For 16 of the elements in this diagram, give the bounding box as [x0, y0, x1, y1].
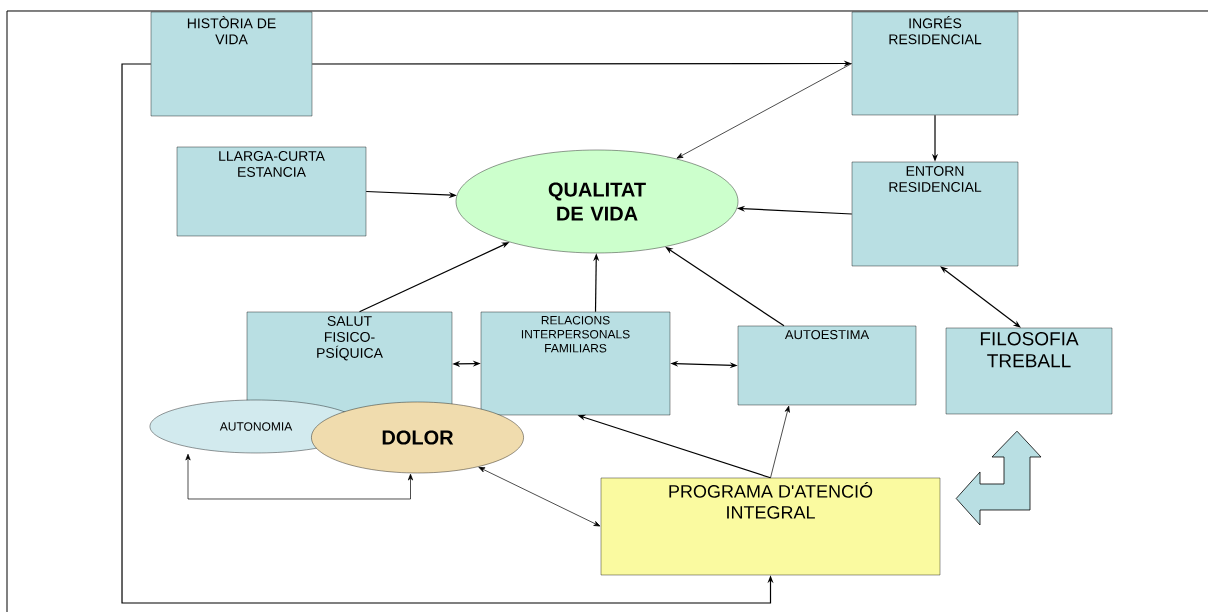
process-box: LLARGA-CURTA ESTANCIA: [176, 146, 367, 237]
process-box: HISTÒRIA DE VIDA: [150, 11, 313, 117]
arrow: [940, 266, 1021, 328]
ellipse-node: DOLOR: [311, 401, 524, 474]
ellipse-node: QUALITAT DE VIDA: [455, 149, 739, 254]
process-box: ENTORN RESIDENCIAL: [851, 161, 1019, 267]
arrow: [676, 63, 853, 159]
process-box: AUTOESTIMA: [737, 325, 917, 406]
process-box: RELACIONS INTERPERSONALS FAMILIARS: [480, 311, 671, 416]
arrow: [185, 453, 414, 500]
block-arrow: [955, 430, 1042, 526]
process-box: INGRÉS RESIDENCIAL: [851, 11, 1019, 116]
process-box: PROGRAMA D'ATENCIÓ INTEGRAL: [600, 477, 941, 576]
arrow: [478, 466, 601, 527]
arrow: [770, 405, 790, 479]
process-box: FILOSOFIA TREBALL: [945, 327, 1113, 415]
